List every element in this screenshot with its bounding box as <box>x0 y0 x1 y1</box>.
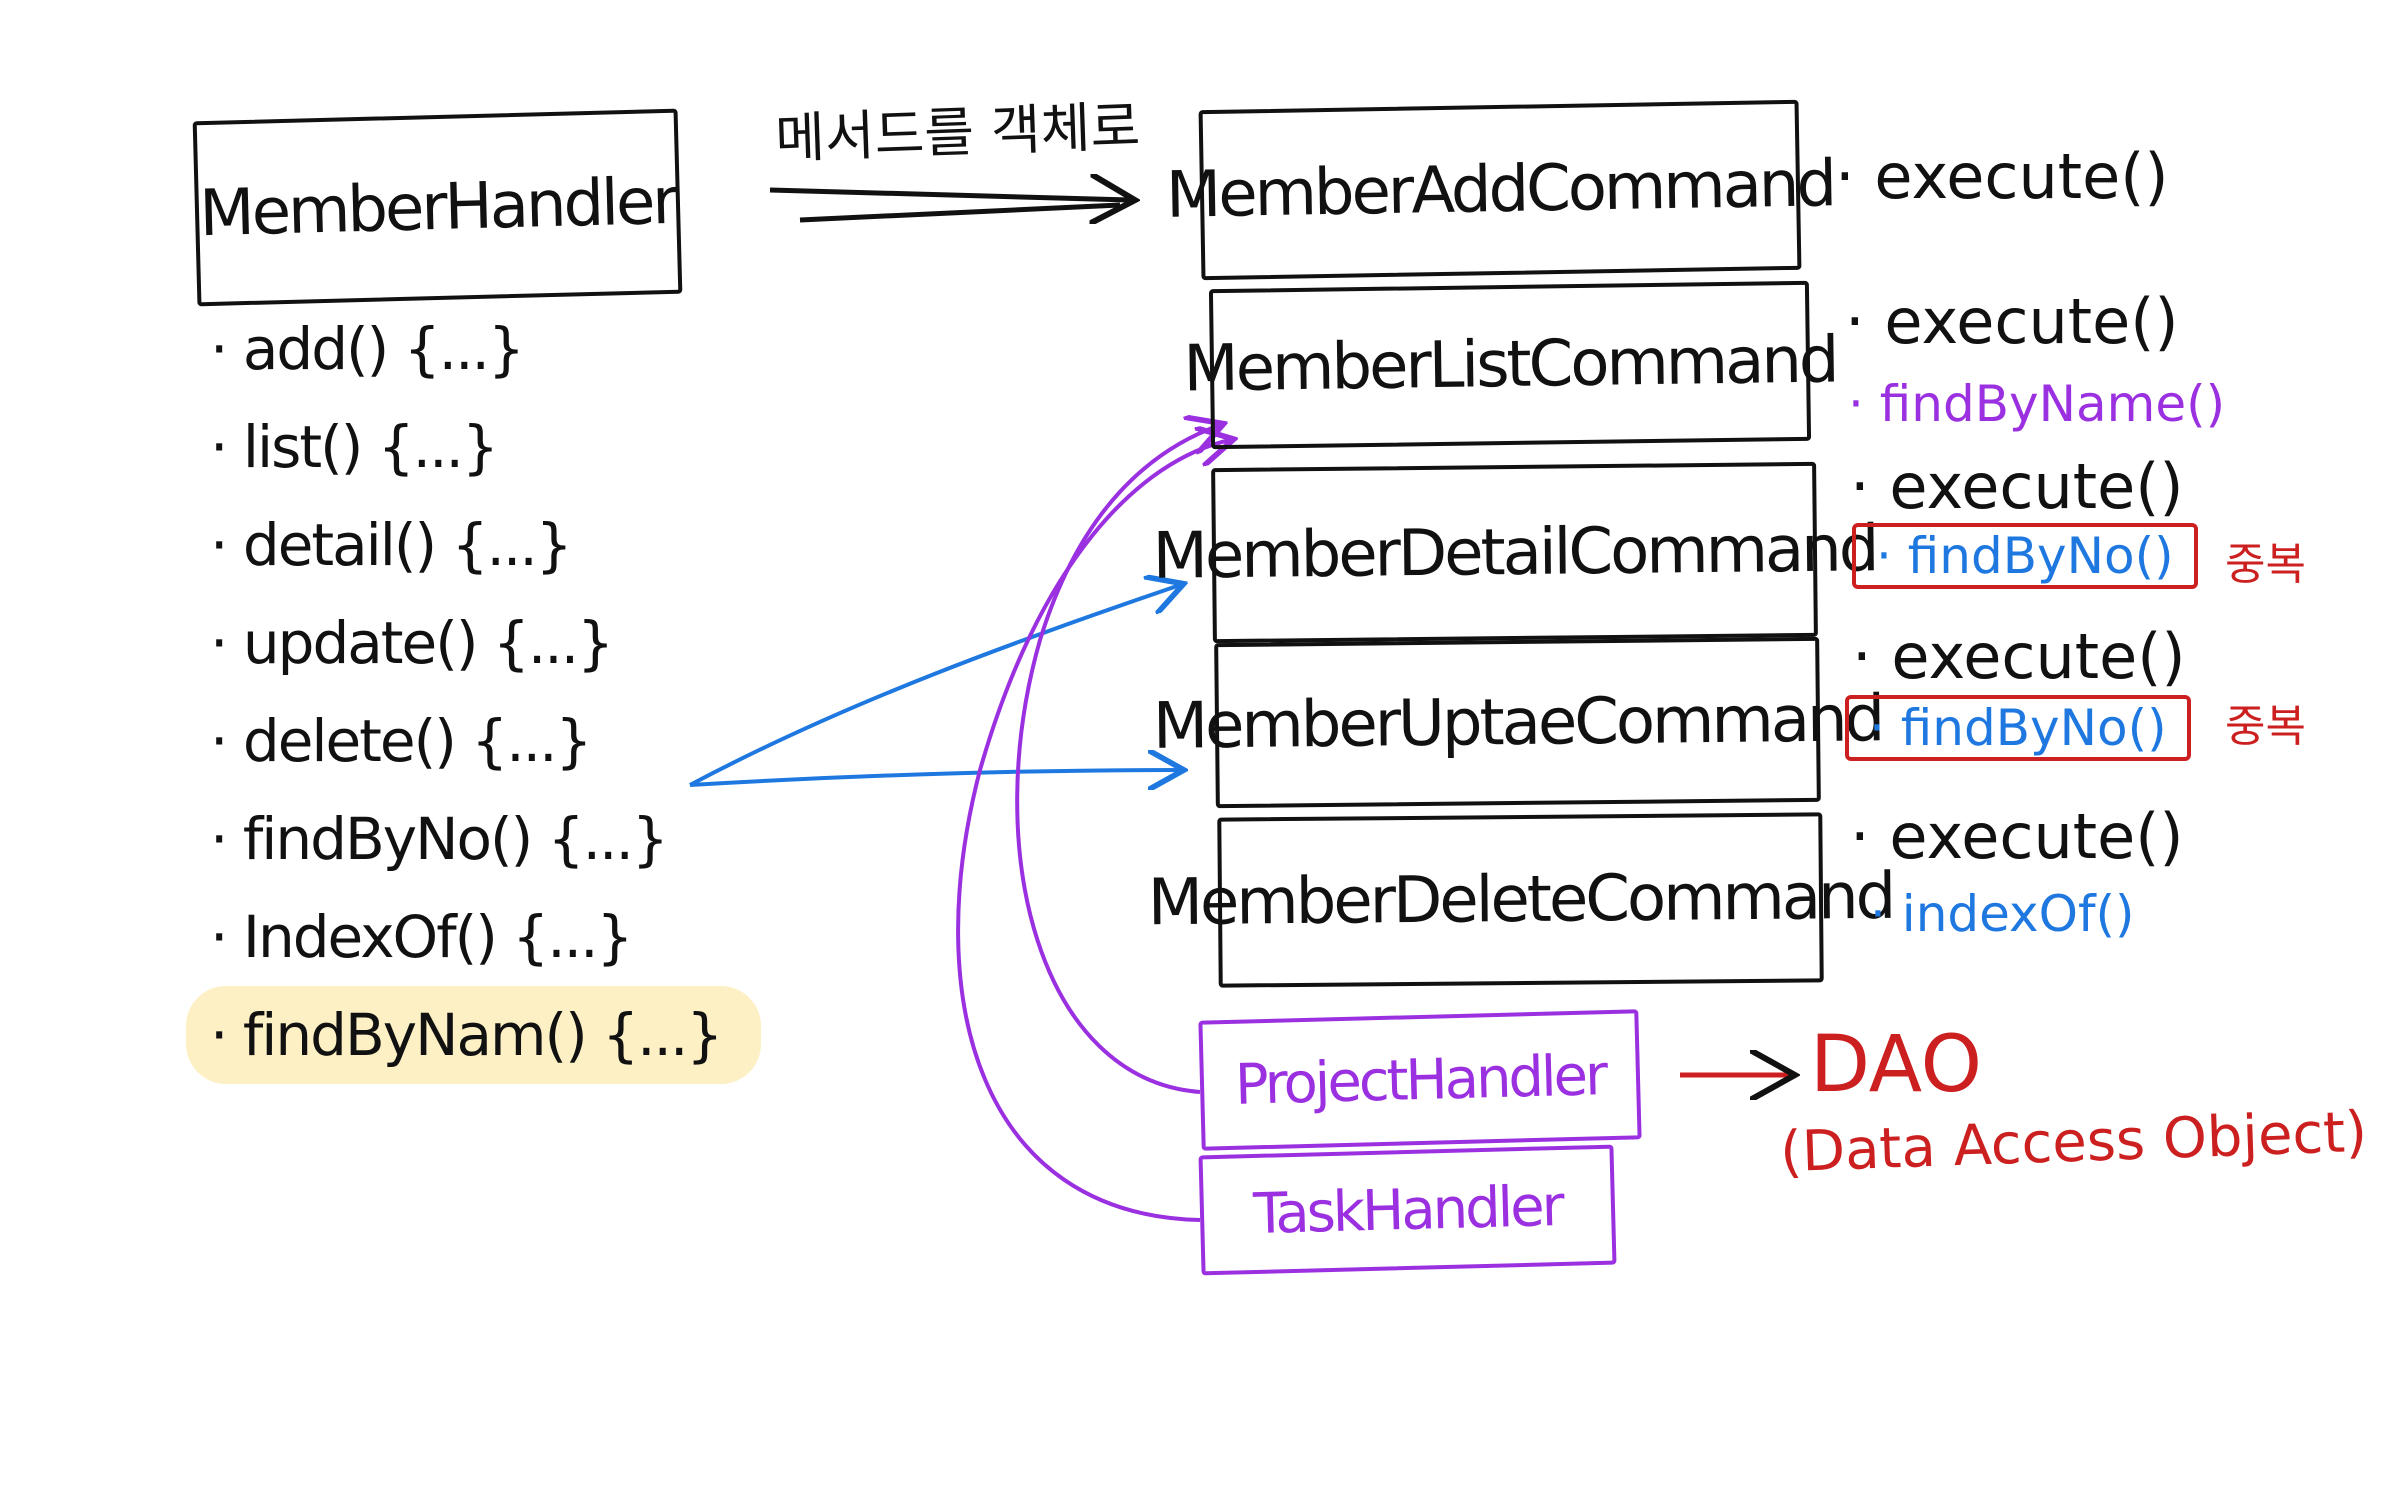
method-item: · add() {...} <box>210 315 525 383</box>
duplicate-note: 중복 <box>2225 539 2306 590</box>
command-method-find-by-no-duplicate: · findByNo() <box>1845 695 2191 761</box>
command-box-update: MemberUptaeCommand <box>1152 636 1883 809</box>
method-item: · list() {...} <box>210 413 499 481</box>
command-name: MemberListCommand <box>1182 323 1838 407</box>
method-label: delete() {...} <box>242 707 593 775</box>
method-label: findByNo() <box>1907 527 2174 585</box>
method-label: update() {...} <box>242 609 614 677</box>
blue-arrow-to-detail <box>689 585 1180 787</box>
command-method-index-of: · indexOf() <box>1870 885 2135 943</box>
method-label: findByNo() <box>1900 699 2167 757</box>
member-handler-box: MemberHandler <box>192 108 683 307</box>
refactor-arrow-underline <box>799 202 1121 223</box>
method-item: · delete() {...} <box>210 707 593 775</box>
command-method-execute: · execute() <box>1850 450 2184 523</box>
command-box-add: MemberAddCommand <box>1165 99 1835 281</box>
handler-name: ProjectHandler <box>1234 1042 1606 1118</box>
command-method-find-by-name: · findByName() <box>1848 375 2226 433</box>
method-label: add() {...} <box>242 315 525 383</box>
refactor-label: 메서드를 객체로 <box>774 94 1142 171</box>
method-item-highlighted: · findByNam() {...} <box>186 986 762 1084</box>
command-method-execute: · execute() <box>1845 285 2179 358</box>
method-item: · detail() {...} <box>210 511 573 579</box>
project-handler-box: ProjectHandler <box>1198 1009 1642 1151</box>
method-label: list() {...} <box>242 413 499 481</box>
method-label: findByNam() {...} <box>242 1001 723 1069</box>
method-item: · findByNo() {...} <box>210 805 669 873</box>
duplicate-note: 중복 <box>2225 701 2306 752</box>
handler-name: TaskHandler <box>1252 1173 1563 1247</box>
method-label: findByNo() {...} <box>242 805 669 873</box>
method-label: execute() <box>1884 285 2179 358</box>
purple-arrow-task-to-list <box>956 440 1230 1222</box>
command-box-delete: MemberDeleteCommand <box>1147 812 1894 988</box>
method-label: execute() <box>1874 140 2169 213</box>
method-label: detail() {...} <box>242 511 573 579</box>
task-handler-box: TaskHandler <box>1198 1144 1617 1276</box>
command-box-detail: MemberDetailCommand <box>1152 461 1877 644</box>
command-method-find-by-no-duplicate: · findByNo() <box>1852 523 2198 589</box>
blue-arrow-to-update <box>689 770 1180 785</box>
command-name: MemberDetailCommand <box>1152 511 1877 594</box>
command-name: MemberDeleteCommand <box>1147 859 1894 941</box>
method-label: execute() <box>1889 800 2184 873</box>
method-label: findByName() <box>1879 375 2226 433</box>
method-label: indexOf() <box>1901 885 2135 943</box>
refactor-arrow <box>769 190 1130 200</box>
method-label: execute() <box>1891 620 2186 693</box>
method-label: execute() <box>1889 450 2184 523</box>
command-box-list: MemberListCommand <box>1183 280 1837 450</box>
method-item: · update() {...} <box>210 609 614 677</box>
dao-title: DAO <box>1810 1020 1983 1110</box>
command-name: MemberAddCommand <box>1165 147 1835 233</box>
command-method-execute: · execute() <box>1835 140 2169 213</box>
member-handler-method-list: · add() {...} · list() {...} · detail() … <box>186 300 762 1084</box>
purple-arrow-project-to-list <box>1015 425 1220 1094</box>
command-method-execute: · execute() <box>1850 800 2184 873</box>
method-item: · IndexOf() {...} <box>210 903 634 971</box>
member-handler-title: MemberHandler <box>198 164 677 251</box>
method-label: IndexOf() {...} <box>242 903 634 971</box>
command-name: MemberUptaeCommand <box>1152 681 1883 764</box>
command-method-execute: · execute() <box>1852 620 2186 693</box>
